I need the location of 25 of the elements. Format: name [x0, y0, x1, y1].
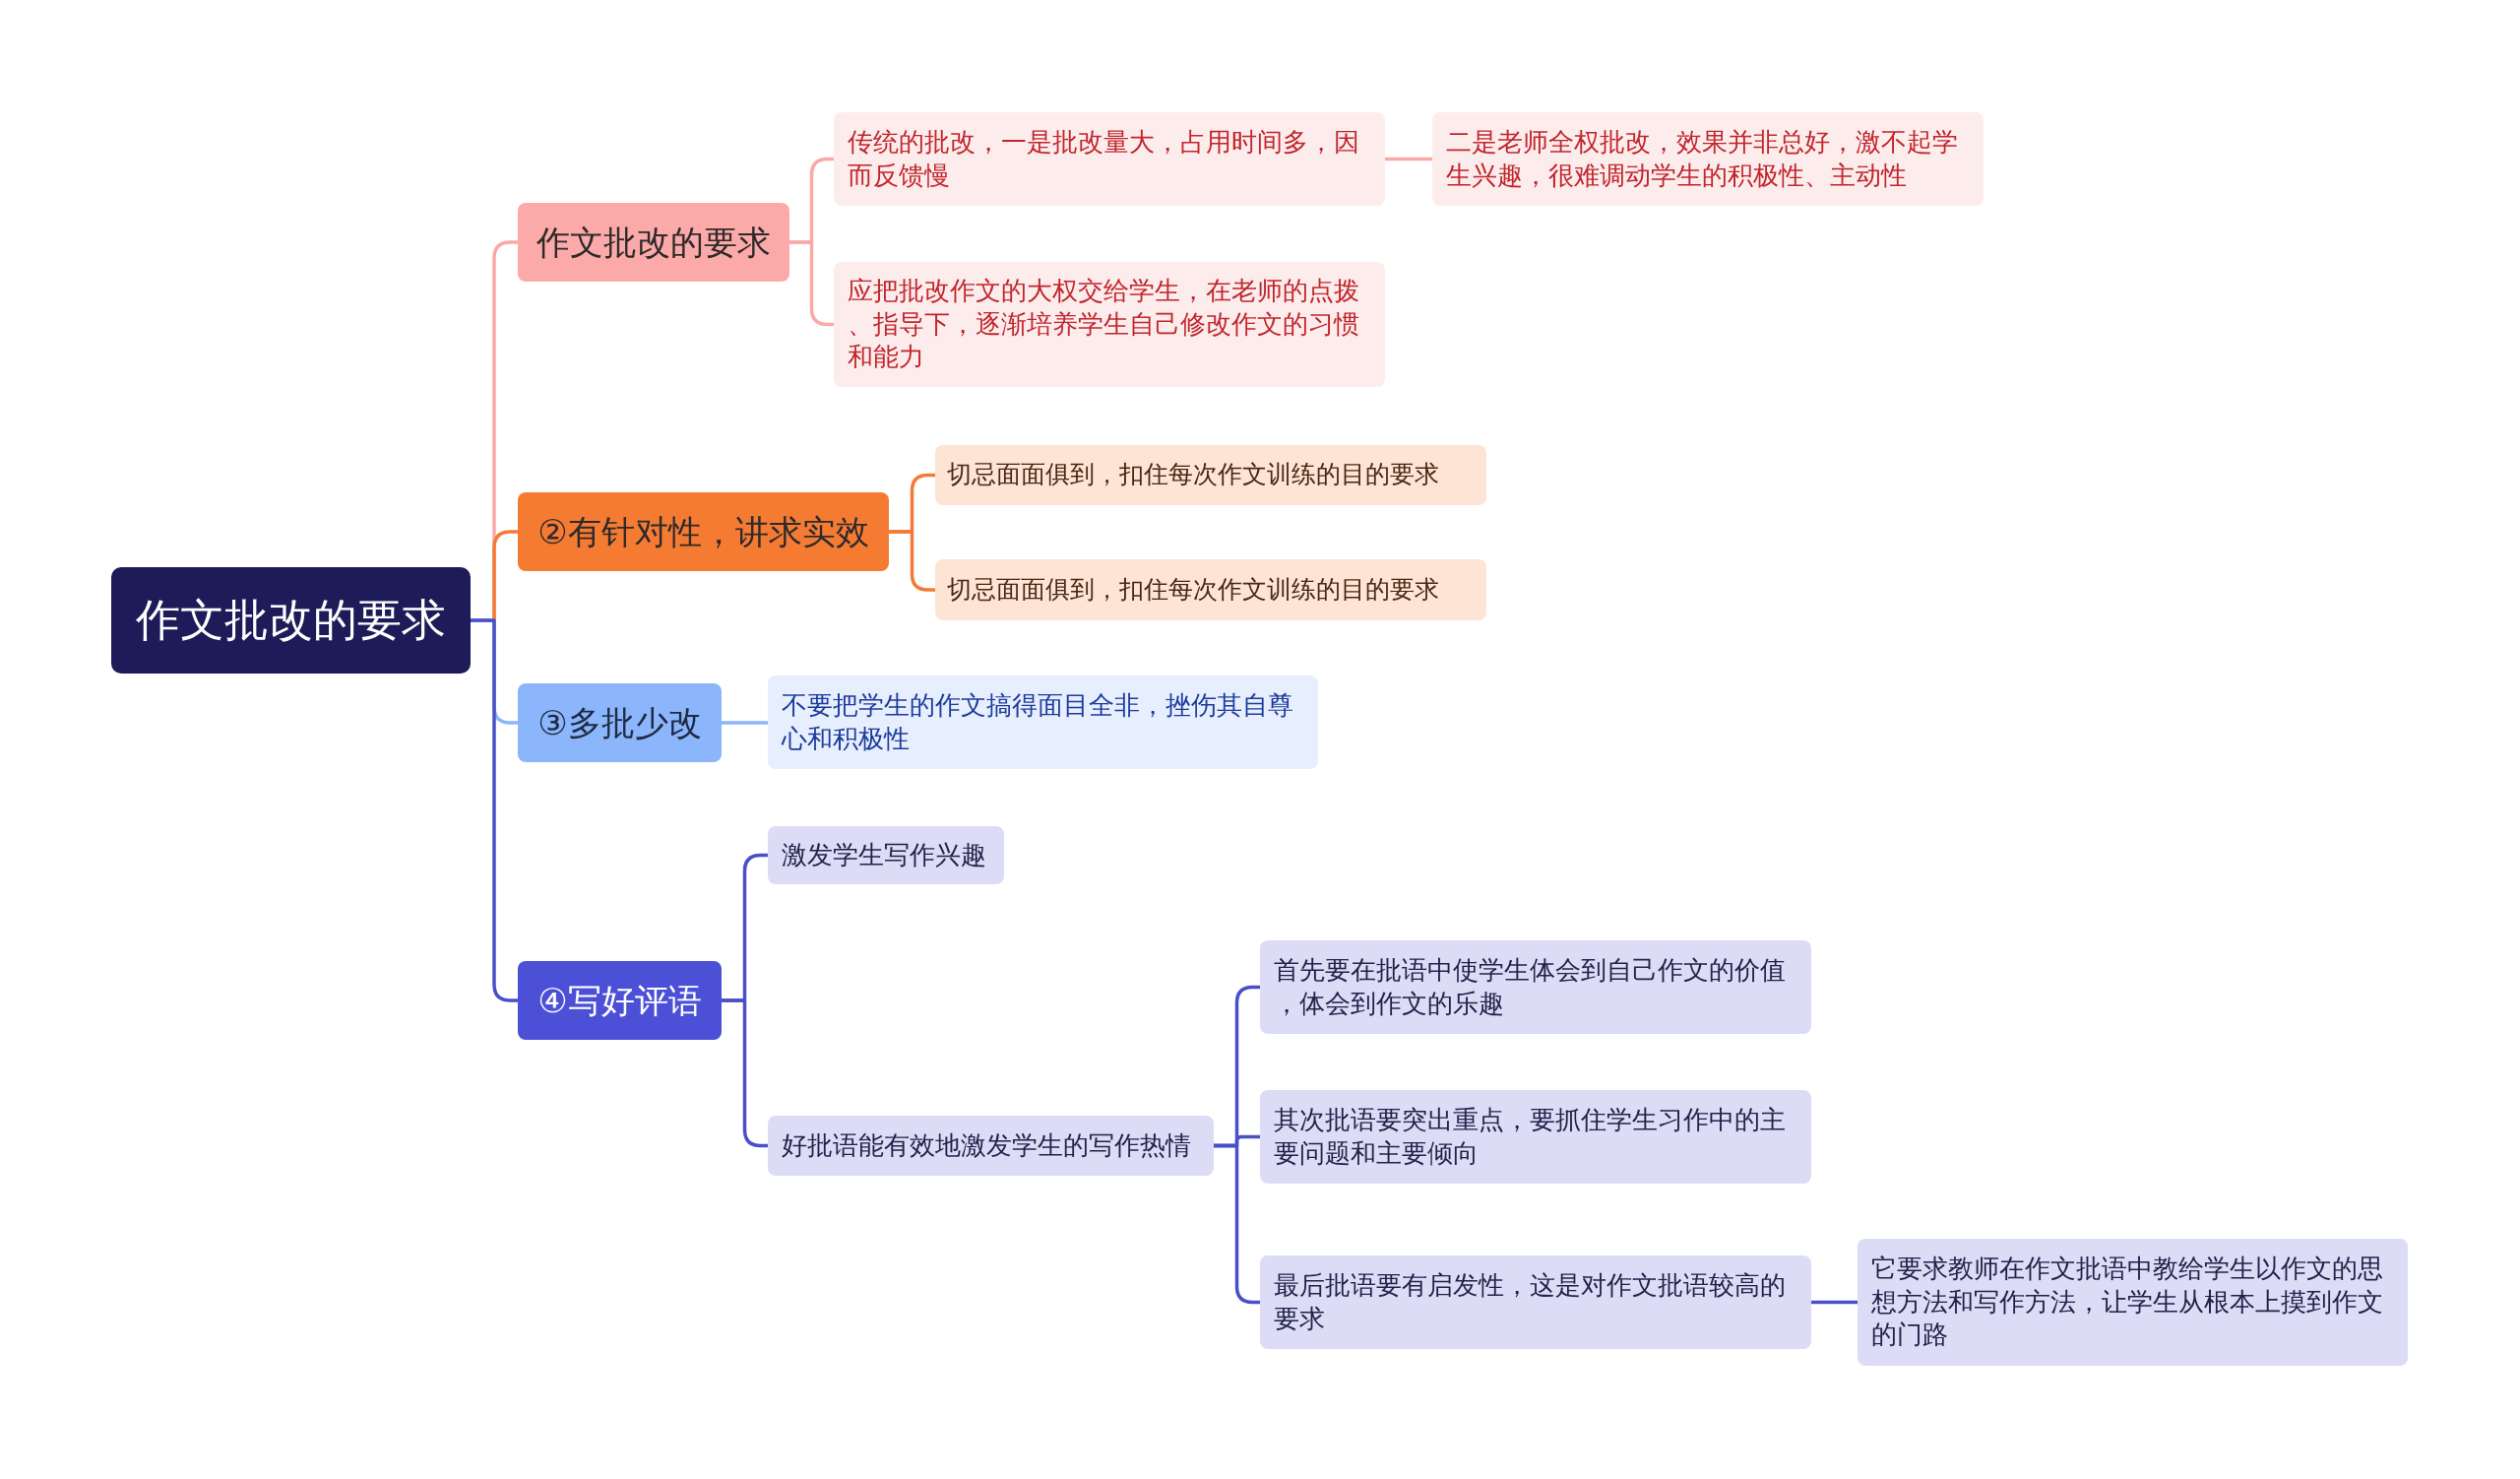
subtopic-box: 激发学生写作兴趣 — [768, 826, 1004, 884]
subtopic-box: 它要求教师在作文批语中教给学生以作文的思想方法和写作方法，让学生从根本上摸到作文的门路 — [1858, 1239, 2408, 1366]
connector-line — [1214, 1143, 1260, 1305]
connector-line — [889, 530, 935, 592]
subtopic-box: 应把批改作文的大权交给学生，在老师的点拨、指导下，逐渐培养学生自己修改作文的习惯和能力 — [834, 262, 1385, 387]
connector-line — [789, 240, 834, 327]
subtopic-box: 不要把学生的作文搞得面目全非，挫伤其自尊心和积极性 — [768, 675, 1318, 769]
central-topic-box: 作文批改的要求 — [111, 567, 471, 674]
connector-line — [722, 998, 768, 1148]
subtopic-box: 传统的批改，一是批改量大，占用时间多，因而反馈慢 — [834, 112, 1385, 206]
subtopic-box: 最后批语要有启发性，这是对作文批语较高的要求 — [1260, 1255, 1811, 1349]
subtopic-box: 切忌面面俱到，扣住每次作文训练的目的要求 — [935, 559, 1486, 620]
topic-box: ②有针对性，讲求实效 — [518, 492, 889, 571]
subtopic-box: 好批语能有效地激发学生的写作热情 — [768, 1116, 1214, 1176]
subtopic-box: 其次批语要突出重点，要抓住学生习作中的主要问题和主要倾向 — [1260, 1090, 1811, 1184]
topic-box: ④写好评语 — [518, 961, 722, 1040]
subtopic-box: 二是老师全权批改，效果并非总好，激不起学生兴趣，很难调动学生的积极性、主动性 — [1432, 112, 1984, 206]
subtopic-box: 切忌面面俱到，扣住每次作文训练的目的要求 — [935, 445, 1486, 505]
connector-line — [1385, 157, 1432, 161]
topic-box: 作文批改的要求 — [518, 203, 789, 282]
connector-line — [722, 721, 768, 725]
topic-box: ③多批少改 — [518, 683, 722, 762]
subtopic-box: 首先要在批语中使学生体会到自己作文的价值，体会到作文的乐趣 — [1260, 940, 1811, 1034]
connector-line — [471, 618, 518, 1002]
connector-line — [1811, 1300, 1858, 1305]
